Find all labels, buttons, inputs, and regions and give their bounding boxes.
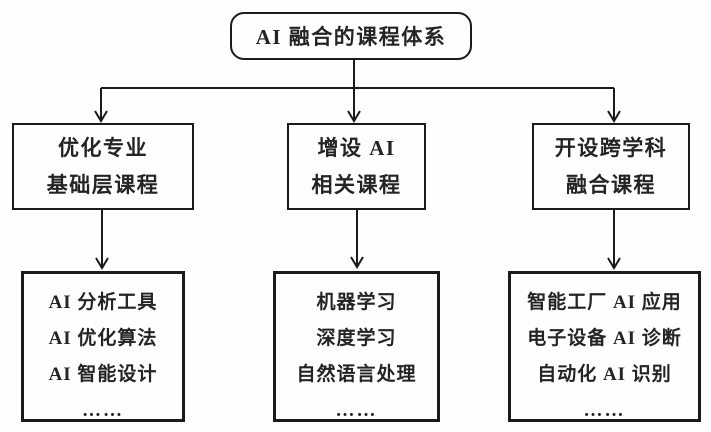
leaf-item: 自动化 AI 识别 [537,364,672,385]
arrowhead-left-icon [94,110,108,123]
branch-title-line: 相关课程 [311,172,402,197]
leaf-item: 深度学习 [316,328,397,349]
branch-title-line: 增设 AI [317,135,396,160]
arrowhead-right-icon [607,110,621,123]
leaf-item: AI 分析工具 [48,292,158,313]
leaf-item-ellipsis: …… [82,400,124,421]
leaf-item: 电子设备 AI 诊断 [527,328,682,349]
branch-title-line: 开设跨学科 [554,135,668,160]
leaf-item: 智能工厂 AI 应用 [527,292,682,313]
branch-title-line: 基础层课程 [46,172,160,197]
arrowhead-left-leaf-icon [95,257,109,270]
leaf-node-interdisciplinary-examples: 智能工厂 AI 应用 电子设备 AI 诊断 自动化 AI 识别 …… [508,271,701,422]
leaf-item: AI 智能设计 [48,364,158,385]
leaf-node-foundation-examples: AI 分析工具 AI 优化算法 AI 智能设计 …… [21,271,185,422]
branch-node-foundation-courses: 优化专业 基础层课程 [12,123,194,210]
root-label: AI 融合的课程体系 [255,25,447,49]
leaf-item-ellipsis: …… [583,400,626,421]
branch-title-line: 优化专业 [58,135,148,160]
leaf-item: AI 优化算法 [48,328,158,349]
root-node: AI 融合的课程体系 [230,12,472,60]
branch-node-interdisciplinary-courses: 开设跨学科 融合课程 [532,123,690,210]
branch-node-ai-courses: 增设 AI 相关课程 [287,123,426,210]
leaf-item: 机器学习 [316,292,397,313]
leaf-item-ellipsis: …… [335,400,378,421]
arrowhead-right-leaf-icon [607,257,621,270]
arrowhead-center-leaf-icon [350,256,364,269]
arrowhead-center-icon [347,110,361,123]
branch-title-line: 融合课程 [566,172,656,197]
leaf-item: 自然语言处理 [296,364,417,385]
leaf-node-ai-course-examples: 机器学习 深度学习 自然语言处理 …… [273,271,440,422]
